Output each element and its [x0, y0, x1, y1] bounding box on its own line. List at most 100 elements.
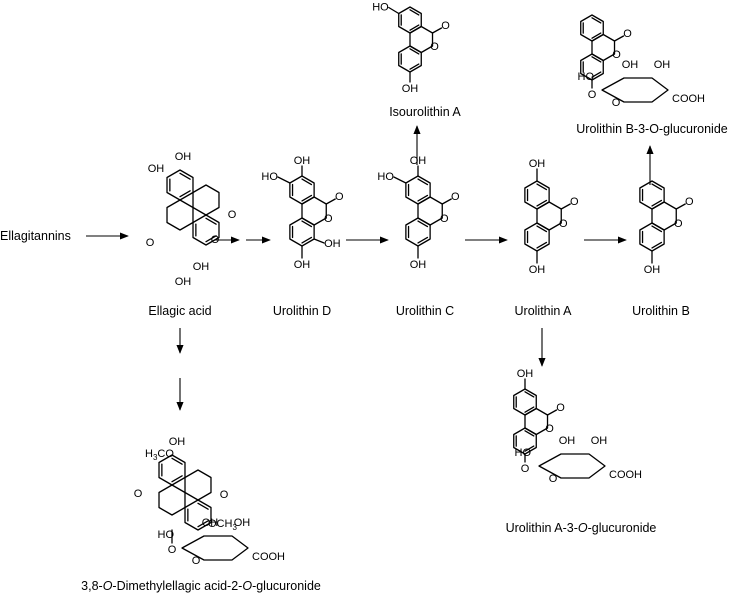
- bond: [325, 198, 336, 205]
- double-bond: [409, 48, 420, 55]
- atom-label: O: [545, 423, 554, 435]
- methoxy-label: OCH3: [208, 518, 237, 532]
- aromatic-ring-bottom: [524, 222, 550, 252]
- label-urolithin-a-glucuronide: Urolithin A-3-O-glucuronide: [506, 521, 657, 535]
- double-bond: [417, 220, 429, 228]
- atom-label: O: [451, 191, 460, 203]
- double-bond: [417, 178, 429, 186]
- atom-label: HO: [261, 171, 278, 183]
- bond: [393, 176, 407, 184]
- double-bond: [179, 172, 191, 180]
- atom-label: OH: [529, 264, 546, 276]
- double-bond: [301, 220, 313, 228]
- atom-label: HO: [377, 171, 394, 183]
- atom-label: OH: [148, 163, 165, 175]
- atom-label: O: [192, 555, 201, 567]
- atom-label: OH: [517, 368, 534, 380]
- atom-label: O: [134, 488, 143, 500]
- bond: [277, 176, 291, 184]
- glucuronide-ring: [601, 77, 669, 103]
- label-urolithin-b: Urolithin B: [632, 304, 690, 318]
- label-urolithin-d: Urolithin D: [273, 304, 331, 318]
- label-urolithin-b-glucuronide: Urolithin B-3-O-glucuronide: [576, 122, 728, 136]
- double-bond: [536, 241, 548, 249]
- double-bond: [301, 194, 313, 202]
- double-bond: [409, 9, 420, 16]
- methoxy-label: H3CO: [145, 448, 174, 462]
- atom-label: O: [588, 89, 597, 101]
- bond: [613, 35, 625, 42]
- double-bond: [524, 406, 535, 413]
- double-bond: [171, 457, 183, 465]
- atom-label: O: [556, 402, 565, 414]
- atom-label: COOH: [609, 469, 642, 481]
- bond: [546, 409, 558, 416]
- chemical-structures: OHOHOOOOHOHOOHOOHOHOHOOHOOHOHOOOHOHOOOHO…: [134, 2, 705, 568]
- atom-label: OH: [529, 158, 546, 170]
- double-bond: [409, 24, 420, 31]
- ring-a: [166, 169, 194, 201]
- compound-labels: Ellagitannins Ellagic acid Urolithin D U…: [0, 105, 728, 593]
- atom-label: O: [440, 213, 449, 225]
- glucuronide-ring: [538, 453, 606, 479]
- atom-label: O: [168, 544, 177, 556]
- double-bond: [536, 183, 548, 191]
- aromatic-ring-bottom: [398, 45, 422, 73]
- structure-urolithin-b-glucuronide: OOO: [580, 14, 632, 101]
- atom-label: OH: [402, 83, 419, 95]
- atom-label: HO: [578, 71, 595, 83]
- label-urolithin-c: Urolithin C: [396, 304, 454, 318]
- ring-c: [166, 199, 194, 231]
- double-bond: [651, 225, 663, 233]
- atom-label: O: [570, 196, 579, 208]
- atom-label: O: [335, 191, 344, 203]
- atom-label: O: [559, 218, 568, 230]
- double-bond: [536, 225, 548, 233]
- atom-label: OH: [169, 436, 186, 448]
- aromatic-ring-bottom: [405, 217, 431, 247]
- structure-urolithin-a: OO OH OH: [524, 158, 579, 276]
- atom-label: O: [211, 234, 220, 246]
- double-bond: [651, 199, 663, 207]
- atom-label: O: [146, 237, 155, 249]
- double-bond: [301, 178, 313, 186]
- atom-label: OH: [410, 259, 427, 271]
- atom-label: OH: [193, 261, 210, 273]
- double-bond: [197, 502, 209, 510]
- double-bond: [591, 56, 602, 63]
- atom-label: OH: [591, 435, 608, 447]
- double-bond: [205, 217, 217, 225]
- atom-label: OH: [559, 435, 576, 447]
- double-bond: [524, 391, 535, 398]
- double-bond: [536, 199, 548, 207]
- glucuronide-a: O HO OH OH COOH: [515, 435, 643, 485]
- glucuronide-ring: [181, 535, 249, 561]
- atom-label: O: [521, 463, 530, 475]
- aromatic-ring-bottom: [289, 217, 315, 247]
- aromatic-ring-bottom: [639, 222, 665, 252]
- atom-label: OH: [202, 517, 219, 529]
- double-bond: [417, 236, 429, 244]
- atom-label: O: [612, 97, 621, 109]
- atom-label: O: [441, 20, 450, 32]
- bond: [441, 198, 452, 205]
- atom-label: HO: [372, 2, 389, 14]
- double-bond: [591, 17, 602, 24]
- double-bond: [179, 190, 191, 198]
- atom-label: HO: [515, 447, 532, 459]
- bond: [388, 6, 400, 15]
- atom-label: OH: [234, 517, 251, 529]
- atom-label: OH: [644, 264, 661, 276]
- label-ellagic-acid: Ellagic acid: [148, 304, 211, 318]
- double-bond: [651, 241, 663, 249]
- reaction-arrows: [86, 125, 654, 411]
- atom-label: HO: [158, 529, 175, 541]
- double-bond: [651, 183, 663, 191]
